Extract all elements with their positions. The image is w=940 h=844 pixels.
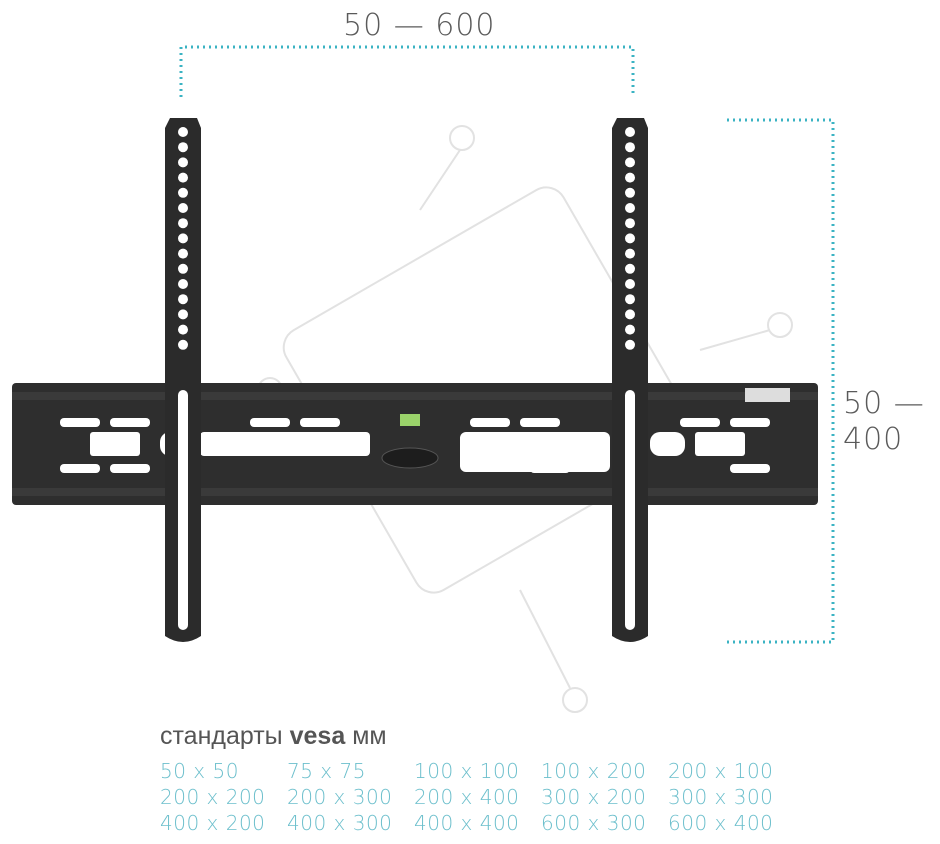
vesa-size: 200 x 300 [287, 785, 393, 809]
mounting-hole [178, 142, 188, 153]
mounting-hole [178, 127, 188, 137]
mounting-hole [178, 339, 188, 350]
mounting-hole [178, 157, 188, 168]
wall-plate [12, 383, 818, 505]
vesa-size: 50 x 50 [160, 759, 239, 783]
vesa-size: 400 x 400 [414, 811, 520, 835]
vesa-size: 300 x 200 [541, 785, 647, 809]
vesa-size: 400 x 300 [287, 811, 393, 835]
vesa-size: 100 x 100 [414, 759, 520, 783]
vesa-size: 600 x 400 [668, 811, 774, 835]
mounting-hole [178, 248, 188, 259]
vesa-size: 600 x 300 [541, 811, 647, 835]
width-dimension-line [179, 45, 635, 97]
vesa-standards-title: стандарты vesa мм [160, 722, 387, 751]
vesa-size: 400 x 200 [160, 811, 266, 835]
vesa-size: 200 x 100 [668, 759, 774, 783]
mounting-hole [625, 309, 635, 320]
mounting-hole [178, 309, 188, 320]
mounting-hole [625, 187, 635, 198]
mounting-hole [625, 233, 635, 244]
height-range-label-value: 400 [843, 422, 904, 457]
mounting-hole [625, 324, 635, 335]
mounting-hole [178, 279, 188, 289]
mounting-hole [625, 172, 635, 183]
mounting-arm-left [165, 118, 201, 642]
mounting-hole [178, 263, 188, 274]
vesa-size: 200 x 400 [414, 785, 520, 809]
width-range-label: 50 — 600 [343, 8, 496, 43]
mounting-arm-right [612, 118, 648, 642]
mounting-hole [625, 142, 635, 153]
mounting-hole [625, 203, 635, 213]
vesa-sizes-grid: 50 x 50 75 x 75 100 x 100 100 x 200 200 … [160, 759, 795, 837]
mounting-hole [178, 324, 188, 335]
vesa-size: 75 x 75 [287, 759, 366, 783]
mounting-hole [625, 157, 635, 168]
mounting-hole [625, 294, 635, 305]
vesa-size: 100 x 200 [541, 759, 647, 783]
mounting-hole [625, 218, 635, 229]
mounting-hole [178, 233, 188, 244]
mounting-hole [178, 218, 188, 229]
mounting-hole [625, 279, 635, 289]
mounting-hole [625, 263, 635, 274]
mounting-hole [178, 203, 188, 213]
title-bold: vesa [289, 722, 346, 750]
mounting-hole [178, 294, 188, 305]
title-prefix: стандарты [160, 722, 283, 750]
mounting-hole [178, 187, 188, 198]
vesa-size: 300 x 300 [668, 785, 774, 809]
mounting-hole [625, 248, 635, 259]
height-range-label: 50 — [843, 386, 925, 421]
vesa-size: 200 x 200 [160, 785, 266, 809]
height-dimension-line [727, 118, 835, 644]
mounting-hole [178, 172, 188, 183]
bubble-level [400, 414, 420, 426]
title-suffix: мм [352, 722, 387, 750]
mounting-hole [625, 339, 635, 350]
mounting-hole [625, 127, 635, 137]
